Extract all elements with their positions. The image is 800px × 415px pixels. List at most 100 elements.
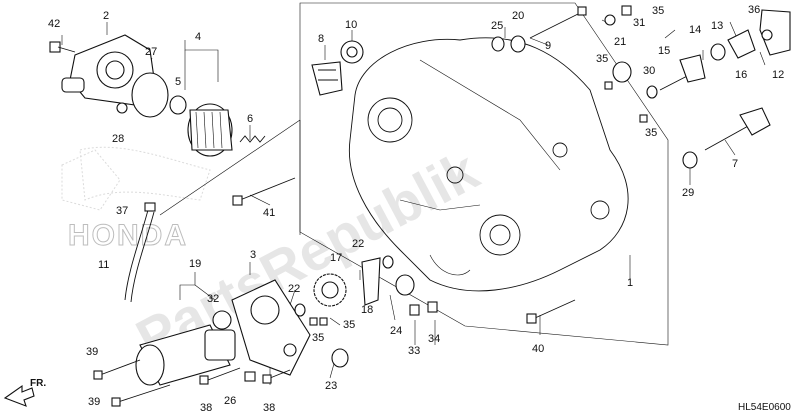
callout-39-bottom: 39 [88, 396, 100, 408]
callout-27: 27 [145, 46, 157, 58]
callout-40: 40 [532, 343, 544, 355]
starter-motor-19 [135, 324, 236, 386]
callout-34: 34 [428, 333, 440, 345]
seal-20 [510, 35, 526, 53]
callout-39-top: 39 [86, 346, 98, 358]
clip-37 [144, 202, 156, 212]
callout-6: 6 [247, 113, 253, 125]
callout-23: 23 [325, 380, 337, 392]
callout-35-right: 35 [645, 127, 657, 139]
callout-11: 11 [98, 259, 109, 271]
callout-8: 8 [318, 33, 324, 45]
callout-10: 10 [345, 19, 357, 31]
nut-26 [244, 371, 256, 382]
gear-17 [313, 273, 347, 307]
callout-38-right: 38 [263, 402, 275, 414]
callout-18: 18 [361, 304, 373, 316]
callout-20: 20 [512, 10, 524, 22]
o-ring-29 [682, 151, 698, 169]
callout-3: 3 [250, 249, 256, 261]
honda-wordmark: HONDA [68, 219, 188, 252]
callout-22-left: 22 [288, 283, 300, 295]
cover-12 [759, 9, 791, 56]
callout-2: 2 [103, 10, 109, 22]
diagram-code: HL54E0600 [738, 402, 791, 413]
callout-32: 32 [207, 293, 219, 305]
callout-19: 19 [189, 258, 201, 270]
washer-25 [491, 36, 505, 52]
callout-31: 31 [633, 17, 645, 29]
bolt-42 [49, 41, 76, 53]
bolts-39 [93, 359, 171, 407]
o-ring-28 [116, 102, 128, 114]
dowel-35d [319, 317, 328, 326]
dowel-35b [604, 81, 613, 90]
dowel-35c [639, 114, 648, 123]
callout-35-mid: 35 [596, 53, 608, 65]
callout-42: 42 [48, 18, 60, 30]
callout-37: 37 [116, 205, 128, 217]
callout-25: 25 [491, 20, 503, 32]
starter-cover-3 [231, 279, 311, 376]
seal-23 [331, 348, 349, 368]
callout-26: 26 [224, 395, 236, 407]
callout-36: 36 [748, 4, 760, 16]
callout-35-low: 35 [312, 332, 324, 344]
bracket-16 [727, 29, 756, 59]
callout-22-top: 22 [352, 238, 364, 250]
callout-30: 30 [643, 65, 655, 77]
callout-13: 13 [711, 20, 723, 32]
washer-22 [382, 255, 394, 269]
shaft-15 [659, 54, 706, 91]
honda-logo-watermark: HONDA [61, 146, 211, 253]
callout-35-top: 35 [652, 5, 664, 17]
nut-34 [427, 301, 438, 313]
callout-5: 5 [175, 76, 181, 88]
callout-1: 1 [627, 277, 633, 289]
callout-28: 28 [112, 133, 124, 145]
bolt-9 [529, 6, 587, 39]
callout-24: 24 [390, 325, 402, 337]
callout-12: 12 [772, 69, 784, 81]
washer-31 [604, 14, 616, 26]
callout-21: 21 [614, 36, 626, 48]
dowel-35e [309, 317, 318, 326]
oil-filter-element [187, 103, 233, 157]
spring-6 [239, 135, 266, 143]
callout-35-gear: 35 [343, 319, 355, 331]
breather-tube-11 [124, 209, 155, 303]
front-direction-arrow: FR. [3, 378, 46, 407]
bolts-38 [199, 367, 291, 385]
seal-5 [169, 95, 187, 115]
part-10 [340, 40, 364, 64]
callout-7: 7 [732, 158, 738, 170]
bolt-41 [232, 177, 296, 206]
bearing-21 [612, 61, 632, 83]
callout-9: 9 [545, 40, 551, 52]
o-ring-32 [212, 310, 232, 330]
callout-14: 14 [689, 24, 701, 36]
part-8 [311, 61, 343, 96]
callout-16: 16 [735, 69, 747, 81]
bearing-24 [395, 274, 415, 296]
o-ring-36 [761, 29, 773, 41]
callout-4: 4 [195, 31, 201, 43]
seal-13 [710, 43, 726, 61]
dipstick-7 [704, 107, 771, 151]
dowel-35 [621, 5, 632, 16]
callout-29: 29 [682, 187, 694, 199]
washer-30 [646, 85, 658, 99]
callout-17: 17 [330, 252, 342, 264]
nut-33 [409, 304, 420, 316]
callout-41: 41 [263, 207, 275, 219]
bolt-40 [526, 299, 576, 324]
callout-33: 33 [408, 345, 420, 357]
front-direction-label: FR. [30, 378, 46, 389]
washer-22b [294, 303, 306, 317]
callout-15: 15 [658, 45, 670, 57]
callout-38-left: 38 [200, 402, 212, 414]
o-ring-27 [131, 72, 169, 118]
plate-18 [361, 257, 381, 306]
callout-labels: 42 2 27 4 5 28 6 8 10 25 20 9 35 31 21 3… [48, 4, 784, 414]
